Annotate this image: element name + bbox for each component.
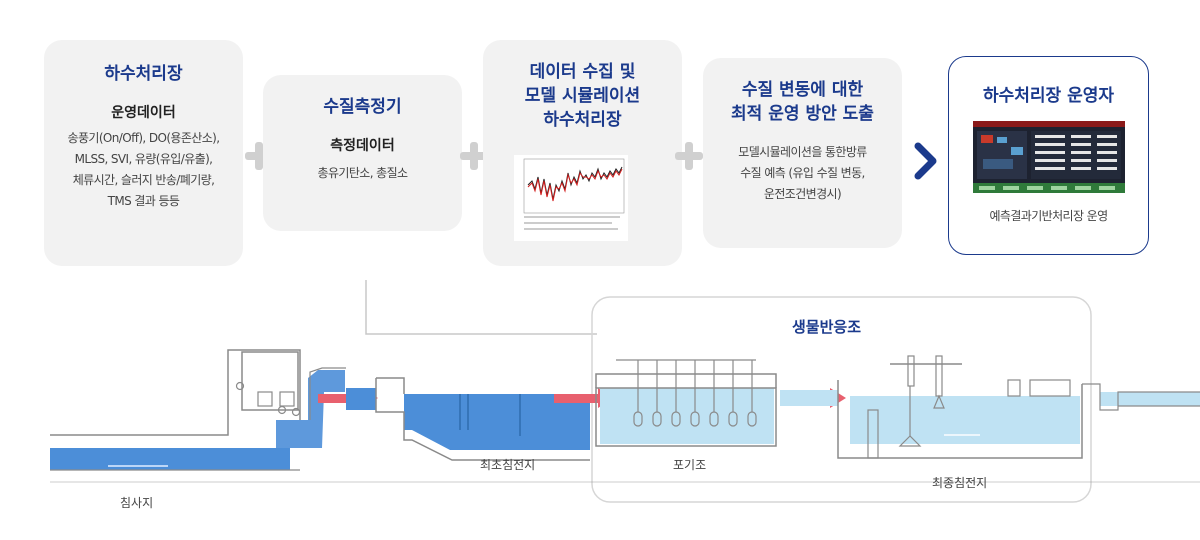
monitor-screen-image xyxy=(973,121,1125,193)
operator-caption: 예측결과기반처리장 운영 xyxy=(989,209,1108,223)
desc-line: MLSS, SVI, 유량(유입/유출), xyxy=(74,152,213,166)
card-plant-data: 하수처리장 운영데이터 송풍기(On/Off), DO(용존산소), MLSS,… xyxy=(44,40,243,266)
chevron-right-icon xyxy=(914,142,937,180)
stage-label-final: 최종침전지 xyxy=(932,476,988,490)
card-title: 하수처리장 운영자 xyxy=(982,86,1115,106)
card-title: 하수처리장 xyxy=(104,64,183,84)
card-title-line: 모델 시뮬레이션 xyxy=(524,86,641,106)
stage-label-aeration: 포기조 xyxy=(673,458,707,472)
desc-line: 체류시간, 슬러지 반송/폐기량, xyxy=(72,173,215,187)
desc-line: 총유기탄소, 총질소 xyxy=(317,166,409,180)
bioreactor-label: 생물반응조 xyxy=(792,318,862,336)
card-title-line: 데이터 수집 및 xyxy=(529,62,636,82)
card-subtitle: 운영데이터 xyxy=(111,105,176,121)
stage-label-primary: 최초침전지 xyxy=(480,458,536,472)
card-title-line: 하수처리장 xyxy=(543,110,622,130)
card-water-meter: 수질측정기 측정데이터 총유기탄소, 총질소 xyxy=(263,75,462,231)
desc-line: 수질 예측 (유입 수질 변동, xyxy=(740,166,865,180)
card-subtitle: 측정데이터 xyxy=(330,138,395,154)
card-description: 모델시뮬레이션을 통한방류 수질 예측 (유입 수질 변동, 운전조건변경시) xyxy=(703,142,902,205)
simulation-graph-image xyxy=(514,155,628,241)
card-description: 총유기탄소, 총질소 xyxy=(263,163,462,184)
desc-line: 운전조건변경시) xyxy=(763,187,842,201)
desc-line: 모델시뮬레이션을 통한방류 xyxy=(738,145,867,159)
card-title-line: 최적 운영 방안 도출 xyxy=(731,104,874,124)
desc-line: 송풍기(On/Off), DO(용존산소), xyxy=(67,131,221,145)
card-optimization: 수질 변동에 대한 최적 운영 방안 도출 모델시뮬레이션을 통한방류 수질 예… xyxy=(703,58,902,248)
stage-label-grit: 침사지 xyxy=(120,496,154,510)
card-title: 수질측정기 xyxy=(323,97,402,117)
card-description: 송풍기(On/Off), DO(용존산소), MLSS, SVI, 유량(유입/… xyxy=(44,128,243,212)
plus-icon xyxy=(673,140,705,172)
treatment-plant-diagram xyxy=(50,280,1200,503)
plus-icon xyxy=(458,140,490,172)
card-operator: 하수처리장 운영자 예측결과기반처리장 운영 xyxy=(948,56,1149,255)
card-title-line: 수질 변동에 대한 xyxy=(741,80,864,100)
desc-line: TMS 결과 등등 xyxy=(107,194,180,208)
plus-icon xyxy=(243,140,275,172)
